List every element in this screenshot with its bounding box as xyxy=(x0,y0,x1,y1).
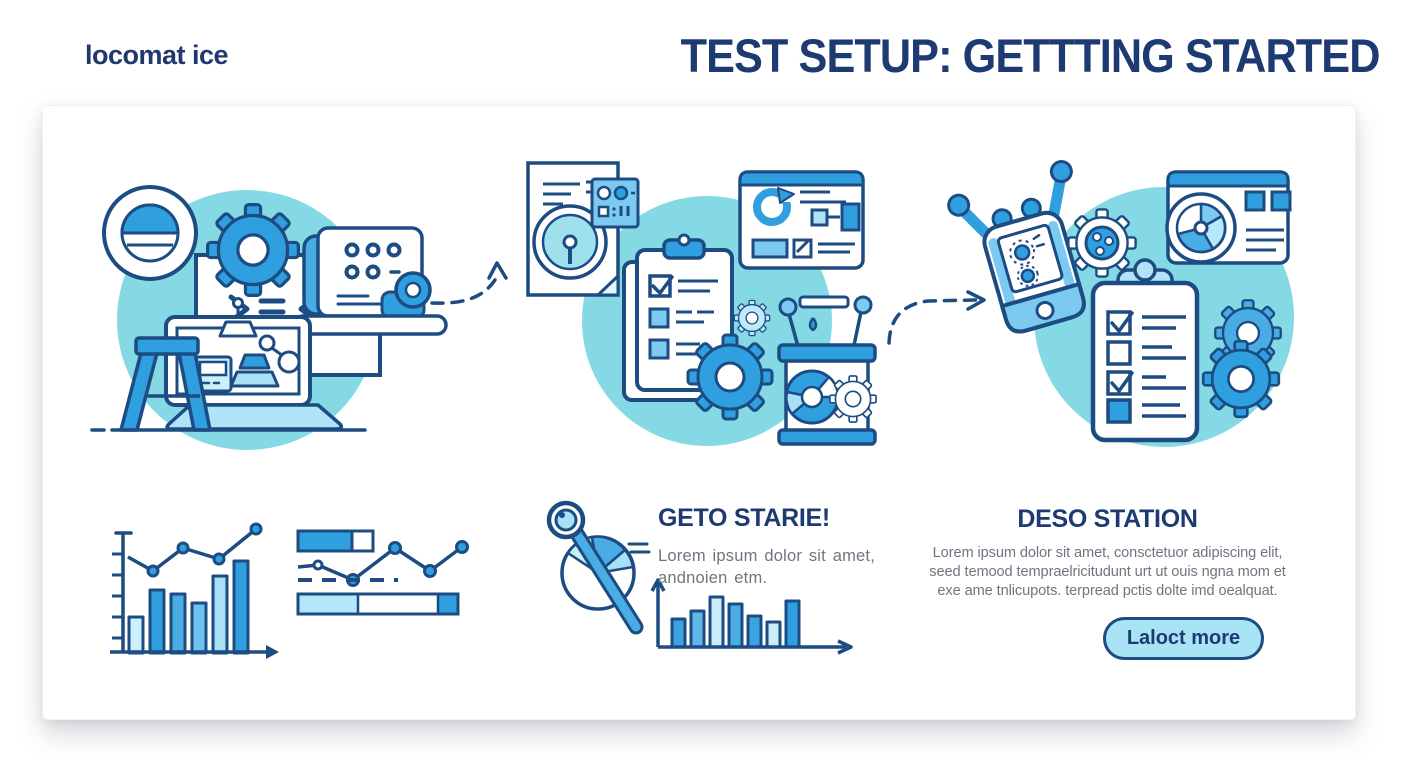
step-right-text-block: DESO STATION Lorem ipsum dolor sit amet,… xyxy=(915,505,1300,601)
page-title: TEST SETUP: GETTTING STARTED xyxy=(680,29,1381,82)
step-right-heading: DESO STATION xyxy=(1017,505,1198,533)
step-right-body: Lorem ipsum dolor sit amet, consctetuor … xyxy=(929,545,1286,599)
learn-more-button[interactable]: Laloct more xyxy=(1103,617,1264,660)
step-middle-body: Lorem ipsum dolor sit amet, andnoien etm… xyxy=(658,547,875,587)
step-middle-heading: GETO STARIE! xyxy=(658,504,830,532)
brand-logo: locomat ice xyxy=(85,40,229,70)
step-middle-text-block: GETO STARIE! Lorem ipsum dolor sit amet,… xyxy=(658,504,875,589)
